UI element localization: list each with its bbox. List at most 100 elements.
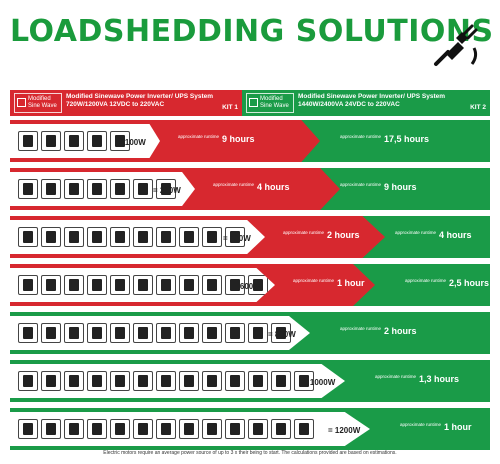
device-icon <box>184 423 194 435</box>
device-icon <box>69 375 79 387</box>
appliance-icon <box>271 371 291 391</box>
device-icon <box>230 231 240 243</box>
appliance-icon <box>202 227 222 247</box>
device-icon <box>115 375 125 387</box>
appliance-icon <box>133 371 153 391</box>
appliance-icon <box>18 131 38 151</box>
device-icon <box>23 327 33 339</box>
device-icon <box>161 279 171 291</box>
device-icon <box>161 423 171 435</box>
device-icon <box>207 423 217 435</box>
load-watts: = 800W <box>268 330 296 339</box>
load-watts: = 100W <box>118 138 146 147</box>
appliance-icon <box>18 179 38 199</box>
kit1-tag: KIT 1 <box>222 104 238 111</box>
device-icon <box>161 231 171 243</box>
device-icon <box>115 279 125 291</box>
appliance-icon <box>87 323 107 343</box>
device-icon <box>138 375 148 387</box>
device-icon <box>161 327 171 339</box>
device-icon <box>69 327 79 339</box>
appliance-icon <box>64 371 84 391</box>
appliance-icon <box>225 419 245 439</box>
appliance-icon <box>87 371 107 391</box>
appliance-icon <box>133 323 153 343</box>
device-icon <box>46 183 56 195</box>
device-icon <box>161 183 171 195</box>
sine-wave-icon <box>249 98 258 107</box>
appliance-icon <box>64 323 84 343</box>
appliance-icon <box>202 419 222 439</box>
appliance-icon <box>133 419 153 439</box>
device-icon <box>46 231 56 243</box>
device-icon <box>184 231 194 243</box>
appliance-icon <box>156 371 176 391</box>
device-icon <box>46 279 56 291</box>
appliance-icon <box>18 419 38 439</box>
appliance-icon <box>110 275 130 295</box>
device-icon <box>230 423 240 435</box>
runtime-caption: approximate runtime <box>400 422 442 427</box>
appliance-icon <box>41 227 61 247</box>
appliance-icon <box>87 227 107 247</box>
appliance-icon <box>202 323 222 343</box>
device-icon <box>207 327 217 339</box>
runtime-caption: approximate runtime <box>340 326 382 331</box>
device-icon <box>69 423 79 435</box>
device-icon <box>161 375 171 387</box>
appliance-icon <box>156 179 176 199</box>
devices-band: = 200W <box>10 172 195 206</box>
device-icon <box>184 327 194 339</box>
appliance-icon <box>156 227 176 247</box>
device-icon <box>115 135 125 147</box>
kit2-tag: KIT 2 <box>470 104 486 111</box>
appliance-icon <box>41 275 61 295</box>
device-icon <box>253 327 263 339</box>
appliance-icon <box>179 227 199 247</box>
devices-band: = 100W <box>10 124 160 158</box>
runtime-hours: 4 hours <box>257 182 290 192</box>
device-icon <box>46 375 56 387</box>
runtime-caption: approximate runtime <box>178 134 220 139</box>
device-icon <box>92 135 102 147</box>
device-icon <box>92 231 102 243</box>
appliance-icon <box>110 323 130 343</box>
device-icon <box>138 423 148 435</box>
device-icon <box>184 375 194 387</box>
appliance-icon <box>179 419 199 439</box>
appliance-icon <box>18 275 38 295</box>
appliance-icon <box>110 179 130 199</box>
device-icon <box>138 183 148 195</box>
device-icon <box>23 231 33 243</box>
appliance-icon <box>18 227 38 247</box>
appliance-icon <box>41 371 61 391</box>
appliance-icon <box>18 323 38 343</box>
runtime-caption: approximate runtime <box>395 230 437 235</box>
device-icon <box>23 183 33 195</box>
runtime-caption: approximate runtime <box>283 230 325 235</box>
appliance-icon <box>225 371 245 391</box>
appliance-icon <box>225 275 245 295</box>
runtime-caption: approximate runtime <box>213 182 255 187</box>
appliance-icon <box>41 323 61 343</box>
appliance-icon <box>133 275 153 295</box>
appliance-icon <box>64 227 84 247</box>
device-icon <box>92 279 102 291</box>
appliance-icon <box>64 419 84 439</box>
footer-note: Electric motors require an average power… <box>103 450 397 456</box>
appliance-icon <box>225 323 245 343</box>
appliance-icon <box>271 323 291 343</box>
devices-band: = 400W <box>10 220 265 254</box>
runtime-hours: 1 hour <box>337 278 365 288</box>
device-icon <box>69 231 79 243</box>
appliance-icon <box>294 371 314 391</box>
runtime-caption: approximate runtime <box>293 278 335 283</box>
device-icon <box>276 423 286 435</box>
device-icon <box>92 183 102 195</box>
